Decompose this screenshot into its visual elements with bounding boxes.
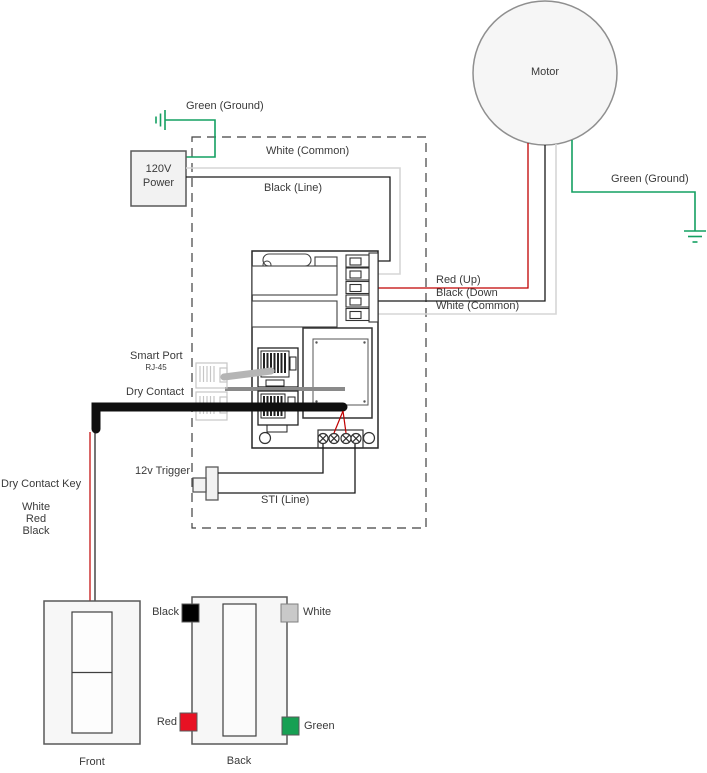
- terminal-block: [345, 252, 379, 323]
- back-switch: [179, 596, 300, 745]
- back-terminal-white-label: White: [303, 606, 332, 618]
- back-switch-slot: [222, 603, 257, 737]
- terminal-square-white: [280, 603, 299, 623]
- terminal-square-black: [181, 603, 200, 623]
- black-down-label: Black (Down: [436, 287, 498, 299]
- white-common-motor-label: White (Common): [436, 300, 520, 312]
- rj45-jack-top: [257, 347, 299, 388]
- control-enclosure-dashed-box: [191, 136, 427, 529]
- power-box-label-1: 120V: [145, 163, 172, 175]
- black-down-wire: [369, 145, 546, 302]
- key-wire-black-label: Black: [22, 525, 50, 537]
- circuit-board: [225, 250, 379, 449]
- white-common-wire-motor: [369, 144, 557, 315]
- white-common-wire-top: [186, 167, 401, 275]
- green-ground-wire-right: [571, 140, 696, 231]
- power-box-label-2: Power: [142, 177, 175, 189]
- ground-symbol-left: [155, 110, 166, 130]
- red-jumper-2: [342, 410, 347, 434]
- board-relay-block-1: [251, 265, 338, 296]
- smart-port-cable: [220, 367, 275, 381]
- red-up-wire: [352, 143, 529, 289]
- jack-divider-bar: [225, 387, 345, 391]
- dry-contact-key-label: Dry Contact Key: [1, 478, 82, 490]
- back-terminal-red-label: Red: [156, 716, 177, 728]
- key-wire-red-label: Red: [25, 513, 47, 525]
- trigger-plug: [192, 466, 219, 501]
- trigger-wire-bottom: [218, 444, 356, 494]
- dry-contact-cable: [91, 402, 348, 434]
- black-line-wire: [186, 176, 391, 262]
- sti-line-label: STI (Line): [261, 494, 310, 506]
- board-relay-block-2: [251, 300, 338, 328]
- ground-symbol-right: [684, 230, 706, 243]
- board-mounting-hole-right: [362, 431, 376, 445]
- power-box: [130, 150, 187, 207]
- back-caption: Back: [226, 755, 252, 767]
- front-switch: [43, 600, 141, 745]
- screw-terminal-strip: [258, 429, 376, 449]
- smart-port-label: Smart Port: [130, 350, 183, 362]
- dry-contact-label: Dry Contact: [126, 386, 185, 398]
- red-up-label: Red (Up): [436, 274, 481, 286]
- board-mounting-hole-left: [258, 431, 272, 445]
- key-wire-white-label: White: [21, 501, 51, 513]
- trigger-wire-top: [218, 444, 324, 474]
- terminal-square-green: [281, 716, 300, 736]
- red-jumper-1: [333, 410, 344, 434]
- terminal-square-red: [179, 712, 198, 732]
- front-caption: Front: [79, 756, 105, 768]
- motor-label: Motor: [530, 66, 560, 78]
- back-terminal-black-label: Black: [152, 606, 179, 618]
- black-line-label: Black (Line): [264, 182, 323, 194]
- back-terminal-green-label: Green: [304, 720, 335, 732]
- rj45-label: RJ-45: [145, 363, 167, 372]
- trigger-12v-label: 12v Trigger: [135, 465, 191, 477]
- ground-left-label: Green (Ground): [186, 100, 264, 112]
- ground-right-label: Green (Ground): [611, 173, 689, 185]
- green-ground-wire-left: [165, 119, 216, 158]
- white-common-top-label: White (Common): [266, 145, 350, 157]
